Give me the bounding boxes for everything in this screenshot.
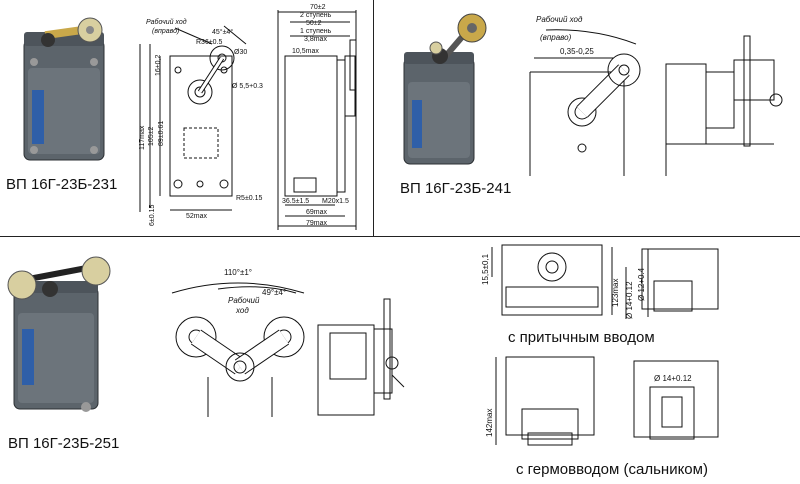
panel-entries: 15,5±0,1 123max Ø 12+0.4 Ø 14+0.12 с при… [466,237,800,484]
photo-251 [7,256,111,412]
label-direction-241: (вправо) [540,33,572,42]
photo-241 [403,13,487,165]
label-h16: 16±0,2 [155,55,162,76]
label-h123: 123max [611,279,620,307]
label-d30: Ø30 [234,49,247,56]
drawing-251: 110°±1° 49°±4° Рабочий ход [171,268,405,417]
caption-231: ВП 16Г-23Б-231 [6,176,118,193]
label-d14: Ø 14+0.12 [625,281,634,319]
label-w365: 36.5±1.5 [282,198,309,205]
label-angle49: 49°±4° [262,288,286,297]
label-work-travel-251a: Рабочий [228,296,260,305]
label-angle-231: 45°±4° [212,28,233,36]
label-d12: Ø 12+0.4 [637,267,646,301]
drawing-241: Рабочий ход (вправо) 0,35-0,25 [529,15,783,176]
photo-231 [23,17,105,161]
panel-241: ВП 16Г-23Б-241 Рабочий ход (вправо) 0,35… [374,0,800,236]
label-r5: R5±0.15 [236,195,263,202]
label-w52: 52max [186,213,208,220]
label-h142: 142max [485,409,494,437]
drawing-entry-gland: 142max Ø 14+0.12 [485,356,719,446]
drawing-entry-top: 15,5±0,1 123max Ø 12+0.4 Ø 14+0.12 [481,244,719,319]
label-w69: 69max [306,209,328,216]
label-w70: 70±2 [310,4,326,11]
label-h6: 6±0.15 [149,205,156,226]
label-stage2: 2 ступень [300,12,332,19]
vertical-divider-top [373,0,374,236]
label-m20: M20x1.5 [322,198,349,205]
label-d14b: Ø 14+0.12 [654,374,692,383]
label-stage1: 1 ступень [300,28,332,35]
label-h155: 15,5±0,1 [481,253,490,285]
label-h105: 105±2 [148,126,155,146]
nameplate-231 [32,90,44,144]
caption-241: ВП 16Г-23Б-241 [400,180,512,197]
caption-with-gland: с гермовводом (сальником) [516,461,708,478]
label-w38: 3,8max [304,36,327,43]
drawing-side-231: 70±2 2 ступень 50±2 1 ступень 3,8max 10,… [277,4,357,230]
drawing-front-231: Рабочий ход (вправо) 45°±4° R36±0.5 Ø30 … [139,18,263,226]
label-r36: R36±0.5 [196,39,223,46]
label-direction-231: (вправо) [152,28,179,35]
panel-251: ВП 16Г-23Б-251 110°±1° 49°±4° Рабо [0,237,466,484]
label-h117: 117max [139,125,146,150]
horizontal-divider [0,236,800,237]
label-offset-241: 0,35-0,25 [560,47,594,56]
label-h89: 89±0.61 [158,121,165,146]
caption-251: ВП 16Г-23Б-251 [8,435,120,452]
caption-with-entry: с притычным вводом [508,329,655,346]
label-d55: Ø 5,5+0.3 [232,83,263,90]
label-work-travel-251b: ход [235,306,249,315]
panel-231: ВП 16Г-23Б-231 Рабочий ход (вправо) 45°±… [0,0,373,236]
label-angle110: 110°±1° [224,268,252,277]
label-work-travel-241: Рабочий ход [536,15,583,24]
label-work-travel-231: Рабочий ход [146,18,187,26]
label-w50: 50±2 [306,20,322,27]
label-w79: 79max [306,220,328,227]
label-w105: 10,5max [292,48,319,55]
